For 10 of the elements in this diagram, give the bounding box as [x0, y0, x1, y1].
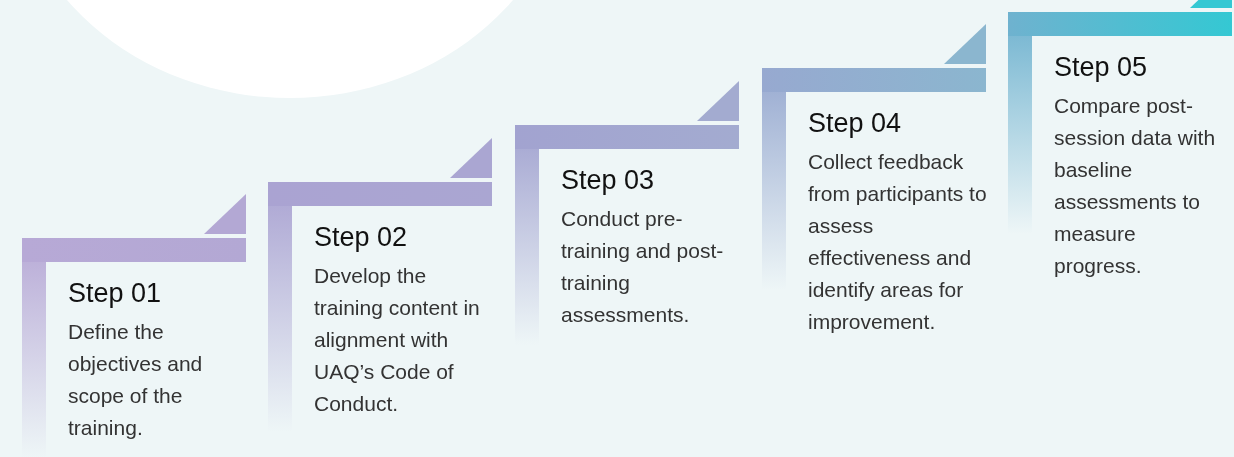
step-heading: Step 05 — [1054, 54, 1148, 81]
step-description: Define the objectives and scope of the training. — [68, 319, 204, 441]
step-heading: Step 01 — [68, 280, 162, 307]
step-description: Collect feedback from participants to assess effectiveness and identify areas for improvement. — [808, 149, 988, 335]
step-description: Compare post-session data with baseline assessments to measure progress. — [1054, 93, 1217, 279]
step-heading: Step 04 — [808, 110, 902, 137]
step-description: Develop the training content in alignment with UAQ’s Code of Conduct. — [314, 263, 481, 417]
step-heading: Step 03 — [561, 167, 655, 194]
step-heading: Step 02 — [314, 224, 408, 251]
step-description: Conduct pre-training and post-training assessments. — [561, 206, 725, 328]
